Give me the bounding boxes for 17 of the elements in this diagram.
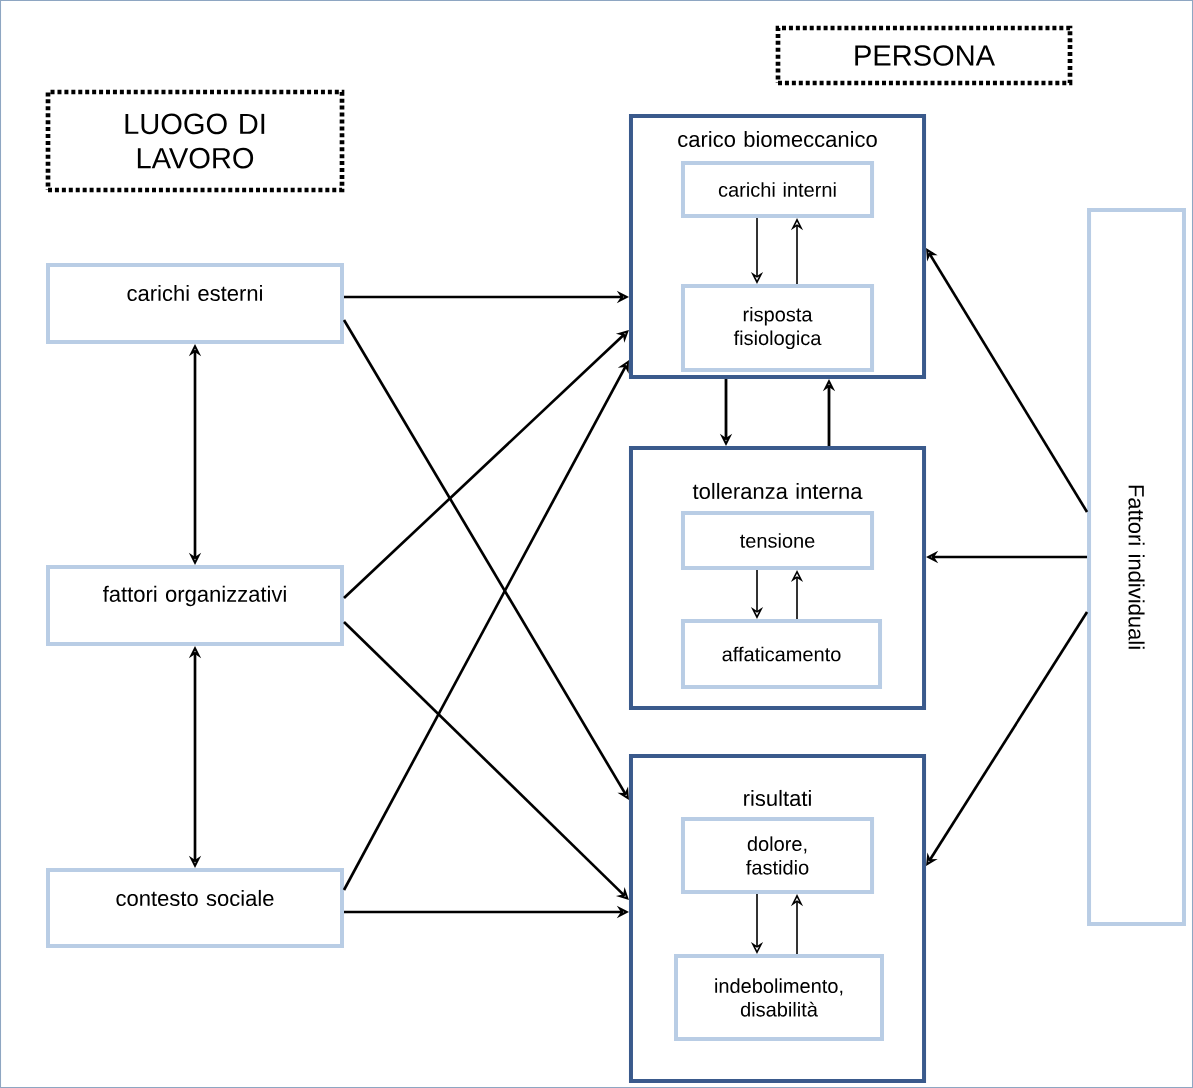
side-box: Fattori individuali — [1087, 208, 1186, 926]
text-box: tensione — [680, 511, 875, 570]
arrow — [342, 319, 629, 800]
text-box: fattori organizzativi — [46, 564, 344, 647]
dotted-box: PERSONA — [775, 25, 1073, 86]
text-box: carichi interni — [680, 160, 875, 219]
text-box: affaticamento — [680, 619, 883, 689]
text-box: dolore, fastidio — [680, 816, 875, 895]
text-box: indebolimento, disabilità — [674, 954, 884, 1041]
text-box: carichi esterni — [46, 262, 344, 345]
text-box: contesto sociale — [46, 868, 344, 948]
arrow — [926, 248, 1089, 513]
text-box: risposta fisiologica — [680, 284, 875, 372]
arrow — [343, 621, 629, 900]
dotted-box: LUOGO DI LAVORO — [45, 89, 345, 193]
arrow — [926, 611, 1089, 866]
arrow — [343, 330, 629, 599]
